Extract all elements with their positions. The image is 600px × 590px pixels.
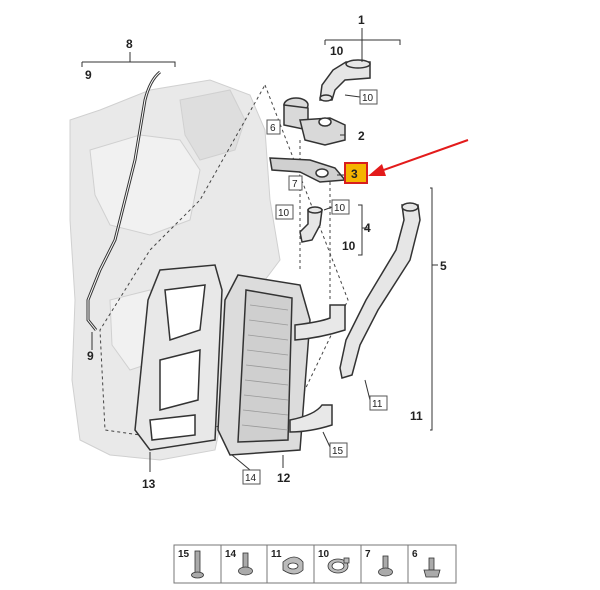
svg-text:15: 15	[178, 549, 190, 560]
legend-item-7[interactable]: 7	[365, 549, 393, 577]
callout-3-highlight[interactable]: 3	[344, 162, 368, 184]
gasket-part-13	[134, 264, 223, 451]
legend-item-15[interactable]: 15	[178, 549, 204, 579]
callout-5[interactable]: 5	[440, 259, 447, 273]
callout-1[interactable]: 1	[358, 13, 365, 27]
svg-text:7: 7	[365, 549, 371, 560]
leader-lines	[81, 28, 438, 472]
boxed-callouts	[242, 89, 388, 485]
hose-clamp-icon	[327, 557, 350, 574]
callout-15-box[interactable]: 15	[332, 446, 344, 457]
callout-11[interactable]: 11	[410, 409, 423, 423]
clamp-icon	[282, 556, 304, 575]
callout-11-box[interactable]: 11	[372, 399, 383, 410]
callout-3[interactable]: 3	[351, 167, 358, 181]
parts-legend: 15 14 11 10	[173, 544, 457, 584]
valve-part-2	[283, 97, 346, 146]
callout-9-top[interactable]: 9	[85, 68, 92, 82]
bolt-long-icon	[191, 550, 204, 579]
bolt-short-icon	[423, 557, 441, 578]
legend-item-14[interactable]: 14	[225, 549, 253, 576]
svg-text:11: 11	[271, 549, 282, 560]
screw-icon	[378, 555, 393, 577]
legend-item-6[interactable]: 6	[412, 549, 441, 578]
elbow-part-1	[319, 59, 371, 102]
callout-14-box[interactable]: 14	[245, 473, 257, 484]
legend-item-10[interactable]: 10	[318, 549, 350, 574]
hose-part-5	[339, 202, 421, 379]
callout-12[interactable]: 12	[277, 471, 291, 485]
callout-numbers: 1 10 8 9 2 4 10 5 9 11 12 13	[85, 13, 447, 491]
boxed-callout-labels: 10 6 7 10 10 11 15 14	[245, 93, 383, 484]
bracket-part-3	[269, 157, 347, 183]
callout-13[interactable]: 13	[142, 477, 156, 491]
callout-10-right[interactable]: 10	[342, 239, 356, 253]
callout-10-box-b[interactable]: 10	[278, 208, 290, 219]
callout-10-box-c[interactable]: 10	[334, 203, 346, 214]
callout-10-top[interactable]: 10	[330, 44, 344, 58]
highlight-arrow	[368, 139, 469, 176]
callout-8[interactable]: 8	[126, 37, 133, 51]
dashed-group-outlines	[99, 83, 349, 441]
svg-text:10: 10	[318, 549, 330, 560]
callout-6-box[interactable]: 6	[270, 123, 276, 134]
callout-9-bottom[interactable]: 9	[87, 349, 94, 363]
callout-10-box-a[interactable]: 10	[362, 93, 374, 104]
hose-part-4	[299, 206, 323, 243]
legend-item-11[interactable]: 11	[271, 549, 304, 575]
bolt-flange-icon	[238, 552, 253, 576]
callout-2[interactable]: 2	[358, 129, 365, 143]
callout-4[interactable]: 4	[364, 221, 371, 235]
oil-cooler-part-12	[217, 274, 346, 456]
svg-text:6: 6	[412, 549, 418, 560]
svg-text:14: 14	[225, 549, 237, 560]
callout-7-box[interactable]: 7	[292, 179, 298, 190]
